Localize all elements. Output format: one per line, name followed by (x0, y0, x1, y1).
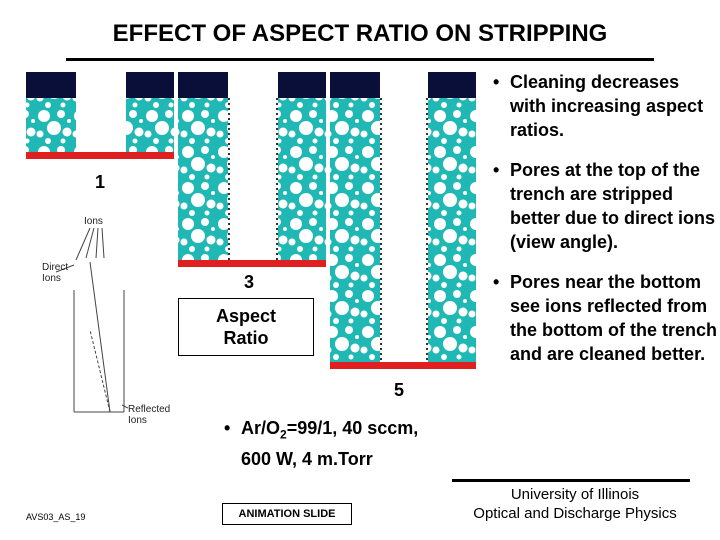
aspect-label-line2: Ratio (223, 328, 269, 348)
gas-subscript: 2 (280, 427, 287, 442)
direct-ion-ray (101, 227, 105, 259)
mask-cap (428, 72, 476, 98)
bullet-list: Cleaning decreases with increasing aspec… (487, 70, 717, 382)
ions-label: Ions (84, 216, 103, 227)
bullet-item: Cleaning decreases with increasing aspec… (487, 70, 717, 142)
mask-cap (178, 72, 228, 98)
incident-ion-path (89, 261, 111, 413)
trench-bottom (178, 260, 326, 267)
direct-ions-label: Direct Ions (42, 262, 68, 284)
aspect-ratio-label: Aspect Ratio (178, 298, 314, 356)
process-conditions: Ar/O2=99/1, 40 sccm, 600 W, 4 m.Torr (222, 416, 482, 471)
affiliation: University of Illinois Optical and Disch… (445, 485, 705, 523)
reflected-ions-label: Reflected Ions (128, 404, 170, 426)
mask-cap (278, 72, 326, 98)
aspect-label-line1: Aspect (215, 306, 277, 326)
trench-aspect-3 (178, 72, 326, 267)
trench-label-5: 5 (394, 380, 405, 400)
porous-block (428, 72, 476, 362)
mask-cap (330, 72, 380, 98)
gas-prefix: Ar/O (241, 418, 281, 438)
animation-slide-button[interactable]: ANIMATION SLIDE (222, 503, 352, 525)
conditions-bullet: Ar/O2=99/1, 40 sccm, 600 W, 4 m.Torr (222, 416, 482, 471)
label-leader (121, 404, 129, 409)
trench-label-1: 1 (95, 172, 106, 192)
footer-rule (452, 479, 690, 482)
group-name: Optical and Discharge Physics (473, 505, 677, 522)
trench-bottom (330, 362, 476, 369)
power-pressure: 600 W, 4 m.Torr (241, 448, 373, 469)
trench-bottom (26, 152, 174, 159)
porous-block (178, 72, 228, 260)
reflected-label-line1: Reflected (128, 404, 171, 415)
university-name: University of Illinois (510, 486, 640, 503)
direct-label-line1: Direct (42, 262, 69, 273)
porous-block (278, 72, 326, 260)
mask-cap (26, 72, 76, 98)
direct-ion-ray (75, 227, 91, 261)
ion-schematic (55, 227, 129, 413)
bullet-item: Pores at the top of the trench are strip… (487, 158, 717, 254)
direct-ion-ray (85, 227, 95, 259)
slide-title: EFFECT OF ASPECT RATIO ON STRIPPING (112, 20, 608, 47)
trench-label-3: 3 (244, 272, 255, 292)
direct-label-line2: Ions (42, 273, 61, 284)
porous-block (330, 72, 380, 362)
reflected-label-line2: Ions (128, 415, 147, 426)
mask-cap (126, 72, 174, 98)
reflected-ion-path (89, 329, 111, 413)
bullet-item: Pores near the bottom see ions reflected… (487, 270, 717, 366)
label-leader (55, 264, 75, 273)
slide-id: AVS03_AS_19 (26, 512, 86, 522)
trench-aspect-1 (26, 72, 174, 159)
title-underline (66, 58, 654, 61)
trench-aspect-5 (330, 72, 476, 369)
direct-ion-ray (95, 227, 99, 259)
gas-ratio: =99/1, 40 sccm, (286, 418, 419, 438)
